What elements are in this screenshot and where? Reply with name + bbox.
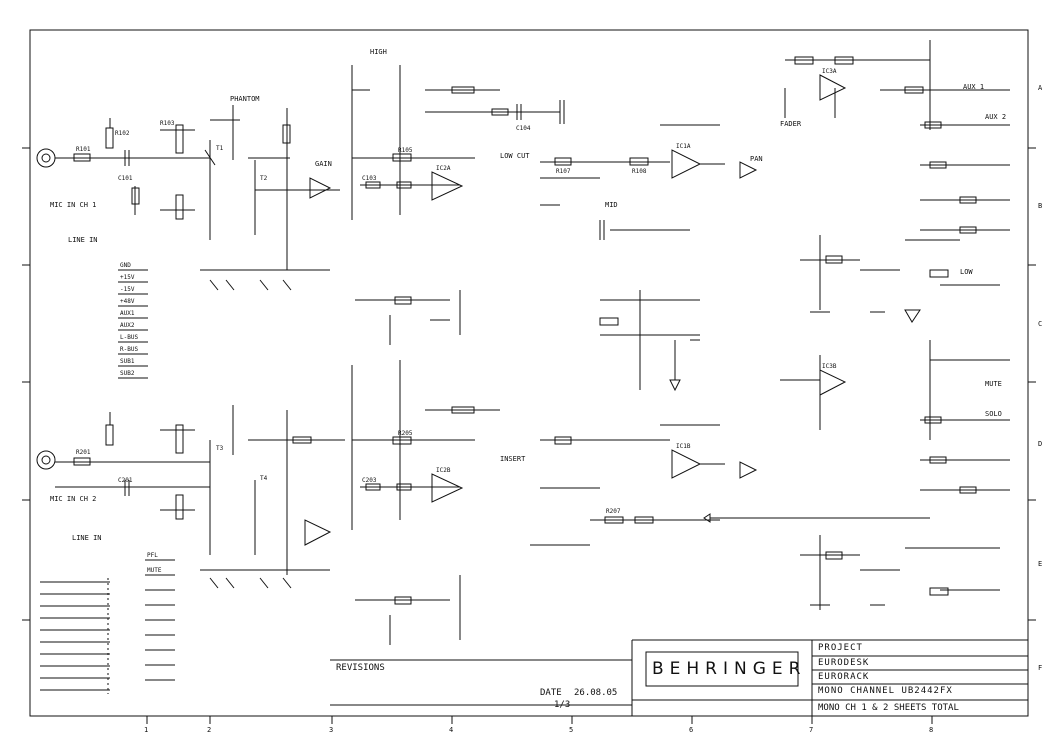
component-t2: T2 <box>260 175 268 182</box>
border-row-a: A <box>1038 84 1043 92</box>
pin-pfl: PFL <box>147 552 158 559</box>
component-ic3b: IC3B <box>822 363 837 370</box>
component-t4: T4 <box>260 475 268 482</box>
border-col-2: 2 <box>207 726 212 734</box>
border-col-5: 5 <box>569 726 574 734</box>
component-r205: R205 <box>398 430 413 437</box>
signal-label-insert: INSERT <box>500 455 526 463</box>
pin-list-bottom-left <box>40 578 110 694</box>
signal-label-low: LOW <box>960 268 973 276</box>
signal-label-pan: PAN <box>750 155 763 163</box>
signal-label-high: HIGH <box>370 48 387 56</box>
component-t3: T3 <box>216 445 224 452</box>
signal-label-low-cut: LOW CUT <box>500 152 530 160</box>
component-t1: T1 <box>216 145 224 152</box>
pin-plus15: +15V <box>120 274 135 281</box>
sheet-frame <box>29 29 1029 717</box>
border-col-3: 3 <box>329 726 334 734</box>
pin-sub2: SUB2 <box>120 370 135 377</box>
date-label: DATE <box>540 688 562 698</box>
pin-aux2: AUX2 <box>120 322 135 329</box>
component-ic2b: IC2B <box>436 467 451 474</box>
border-col-4: 4 <box>449 726 454 734</box>
pin-plus48: +48V <box>120 298 135 305</box>
signal-label-aux2: AUX 2 <box>985 113 1007 121</box>
component-r102: R102 <box>115 130 130 137</box>
pin-mute: MUTE <box>147 567 162 574</box>
project-line-4: MONO CHANNEL UB2442FX <box>818 686 953 696</box>
channel-2-line-label: LINE IN <box>72 534 102 542</box>
company-logo: BEHRINGER <box>652 659 807 679</box>
channel-2-label: MIC IN CH 2 <box>50 495 97 503</box>
component-ic1a: IC1A <box>676 143 691 150</box>
pin-sub1: SUB1 <box>120 358 135 365</box>
signal-label-solo: SOLO <box>985 410 1002 418</box>
signal-label-phantom: PHANTOM <box>230 95 260 103</box>
xlr-connector-ch1 <box>36 148 56 168</box>
title-block <box>330 639 1028 716</box>
signal-label-mute: MUTE <box>985 380 1002 388</box>
project-line-1: PROJECT <box>818 643 863 653</box>
component-r103: R103 <box>160 120 175 127</box>
component-ic2a: IC2A <box>436 165 451 172</box>
border-row-e: E <box>1038 560 1043 568</box>
border-col-8: 8 <box>929 726 934 734</box>
border-row-c: C <box>1038 320 1043 328</box>
signal-label-gain: GAIN <box>315 160 332 168</box>
channel-1-label: MIC IN CH 1 <box>50 201 97 209</box>
border-row-f: F <box>1038 664 1043 672</box>
pin-gnd: GND <box>120 262 131 269</box>
signal-label-fader: FADER <box>780 120 802 128</box>
signal-label-aux1: AUX 1 <box>963 83 985 91</box>
border-col-1: 1 <box>144 726 149 734</box>
sheet-number: 1/3 <box>554 700 571 710</box>
component-c201: C201 <box>118 477 133 484</box>
component-r101: R101 <box>76 146 91 153</box>
component-r108: R108 <box>632 168 647 175</box>
component-c203: C203 <box>362 477 377 484</box>
component-ic1b: IC1B <box>676 443 691 450</box>
border-col-7: 7 <box>809 726 814 734</box>
component-r207: R207 <box>606 508 621 515</box>
xlr-connector-ch2 <box>36 450 56 470</box>
component-c104: C104 <box>516 125 531 132</box>
component-c103: C103 <box>362 175 377 182</box>
connector-header-ch2 <box>145 559 175 681</box>
component-c101: C101 <box>118 175 133 182</box>
component-ic3a: IC3A <box>822 68 837 75</box>
project-line-3: EURORACK <box>818 672 870 682</box>
revision-label: REVISIONS <box>336 663 385 673</box>
sheet-info: MONO CH 1 & 2 SHEETS TOTAL <box>818 703 959 713</box>
component-r107: R107 <box>556 168 571 175</box>
signal-label-mid: MID <box>605 201 618 209</box>
pin-minus15: -15V <box>120 286 135 293</box>
pin-aux1: AUX1 <box>120 310 135 317</box>
pin-r-bus: R-BUS <box>120 346 139 353</box>
component-r105: R105 <box>398 147 413 154</box>
border-col-6: 6 <box>689 726 694 734</box>
project-line-2: EURODESK <box>818 658 870 668</box>
connector-header-ch1 <box>118 269 148 379</box>
component-r201: R201 <box>76 449 91 456</box>
pin-l-bus: L-BUS <box>120 334 139 341</box>
date-value: 26.08.05 <box>574 688 618 698</box>
border-row-b: B <box>1038 202 1043 210</box>
channel-1-line-label: LINE IN <box>68 236 98 244</box>
border-row-d: D <box>1038 440 1043 448</box>
